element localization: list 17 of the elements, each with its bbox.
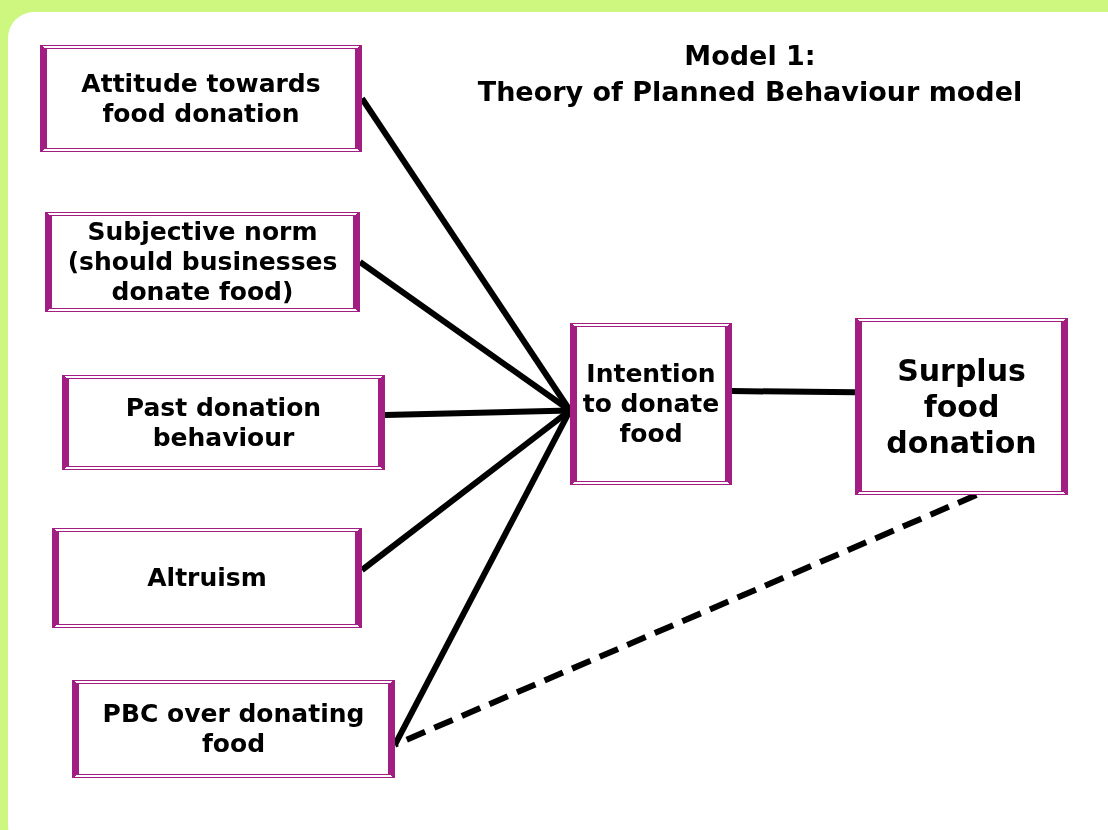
text-box (570, 323, 732, 485)
text-box (40, 45, 362, 152)
text-box (62, 375, 385, 470)
node-label: Altruism (147, 563, 267, 593)
text-box (52, 528, 362, 628)
node-label: Past donation behaviour (124, 392, 323, 453)
node-label: Subjective norm (should businesses donate food) (66, 217, 339, 307)
text-box (855, 318, 1068, 495)
text-box (72, 680, 395, 778)
connector-line (731, 388, 856, 396)
node-label: PBC over donating food (101, 699, 366, 759)
node-label: Surplus food donation (885, 352, 1038, 461)
node-label: Attitude towards food donation (80, 68, 322, 129)
node-label: Intention to donate food (581, 359, 721, 449)
text-box (45, 212, 360, 312)
subtitle: Theory of Planned Behaviour model (476, 76, 1024, 107)
diagram-title: Model 1: (683, 40, 817, 71)
